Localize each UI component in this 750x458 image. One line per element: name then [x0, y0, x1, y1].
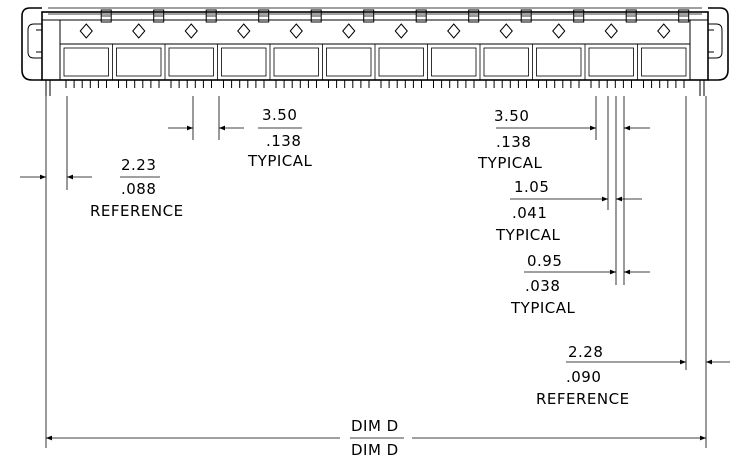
slot-window [588, 47, 634, 77]
width-b-metric: 0.95 [527, 252, 562, 270]
diamond-pin [79, 23, 93, 39]
diamond-pin [499, 23, 513, 39]
offset-left-metric: 2.23 [121, 156, 156, 174]
slot-window [483, 47, 529, 77]
offset-left-note: REFERENCE [90, 202, 184, 220]
diamond-pin [394, 23, 408, 39]
dimension-pitch-right: 3.50 .138 TYPICAL [477, 107, 650, 172]
diamond-pin [447, 23, 461, 39]
diamond-pin [184, 23, 198, 39]
slot-window [431, 47, 477, 77]
dimension-offset-right: 2.28 .090 REFERENCE [536, 343, 730, 408]
pitch-right-note: TYPICAL [477, 154, 543, 172]
width-a-metric: 1.05 [514, 178, 549, 196]
slot-window [221, 47, 267, 77]
dimension-pitch-left: 3.50 .138 TYPICAL [168, 106, 313, 170]
diamond-pin [342, 23, 356, 39]
offset-right-inch: .090 [566, 368, 601, 386]
overall-bottom: DIM D [351, 441, 399, 458]
pitch-right-inch: .138 [496, 133, 531, 151]
pitch-left-metric: 3.50 [262, 106, 297, 124]
connector-body [21, 7, 729, 96]
diamond-pin [657, 23, 671, 39]
slot-window [378, 47, 424, 77]
right-latch [699, 7, 729, 96]
width-a-inch: .041 [512, 204, 547, 222]
diamond-pin [289, 23, 303, 39]
slot-window [63, 47, 109, 77]
offset-right-metric: 2.28 [568, 343, 603, 361]
pitch-left-note: TYPICAL [247, 152, 313, 170]
width-b-note: TYPICAL [510, 299, 576, 317]
dimension-overall: DIM D DIM D [46, 417, 706, 458]
dimension-width-b: 0.95 .038 TYPICAL [510, 252, 650, 317]
diamond-pin [552, 23, 566, 39]
contact-slots [59, 9, 690, 80]
width-b-inch: .038 [525, 277, 560, 295]
slot-window [116, 47, 162, 77]
slot-window [641, 47, 687, 77]
dimension-width-a: 1.05 .041 TYPICAL [495, 178, 642, 244]
pitch-right-metric: 3.50 [494, 107, 529, 125]
dimension-offset-left: 2.23 .088 REFERENCE [20, 156, 184, 220]
pitch-left-inch: .138 [266, 132, 301, 150]
slot-window [536, 47, 582, 77]
slot-window [326, 47, 372, 77]
overall-top: DIM D [351, 417, 399, 435]
slot-window [273, 47, 319, 77]
left-latch [21, 7, 51, 96]
slot-window [168, 47, 214, 77]
diamond-pin [237, 23, 251, 39]
width-a-note: TYPICAL [495, 226, 561, 244]
offset-left-inch: .088 [121, 180, 156, 198]
diamond-pin [132, 23, 146, 39]
offset-right-note: REFERENCE [536, 390, 630, 408]
diamond-pin [604, 23, 618, 39]
contact-tails [65, 80, 685, 88]
